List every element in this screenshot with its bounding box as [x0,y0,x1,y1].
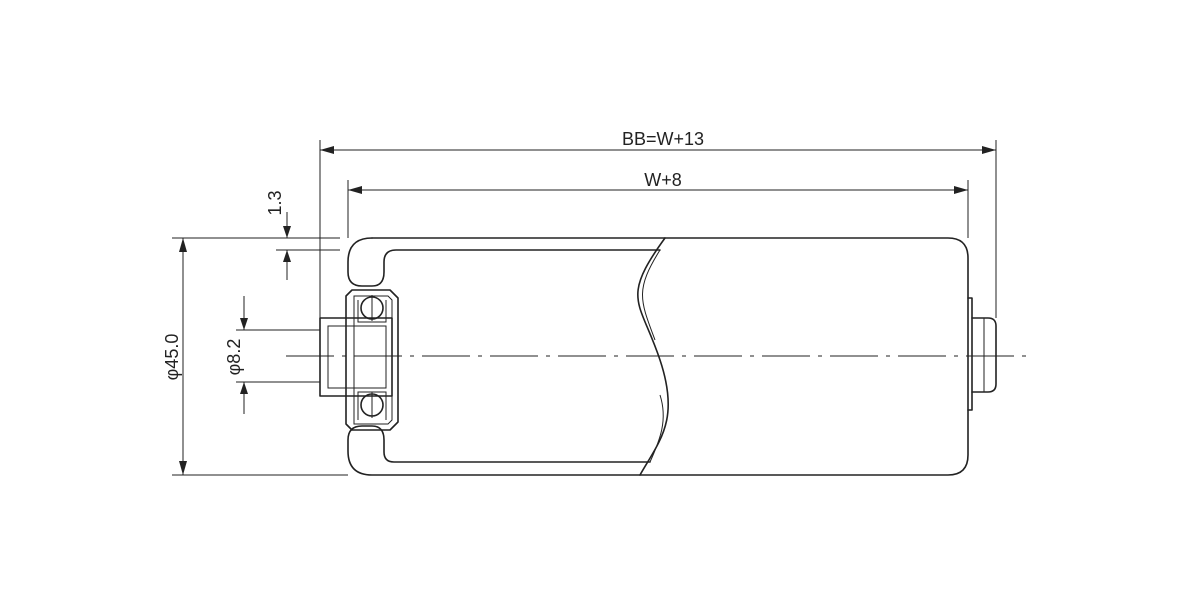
bearing-housing [319,289,399,431]
dim-overall-length-label: BB=W+13 [622,129,704,149]
roller-body [347,237,997,476]
dim-roller-diameter: φ45.0 [162,238,187,475]
dim-tube-length-label: W+8 [644,170,682,190]
dim-overall-length: BB=W+13 [320,129,996,154]
dim-shaft-diameter-label: φ8.2 [224,339,244,376]
dim-tube-length: W+8 [348,170,968,194]
dim-shaft-diameter: φ8.2 [224,296,248,414]
extension-lines [172,140,997,476]
dim-flange-offset-label: 1.3 [265,190,285,215]
dim-flange-offset: 1.3 [265,190,291,280]
dim-roller-diameter-label: φ45.0 [162,334,182,381]
